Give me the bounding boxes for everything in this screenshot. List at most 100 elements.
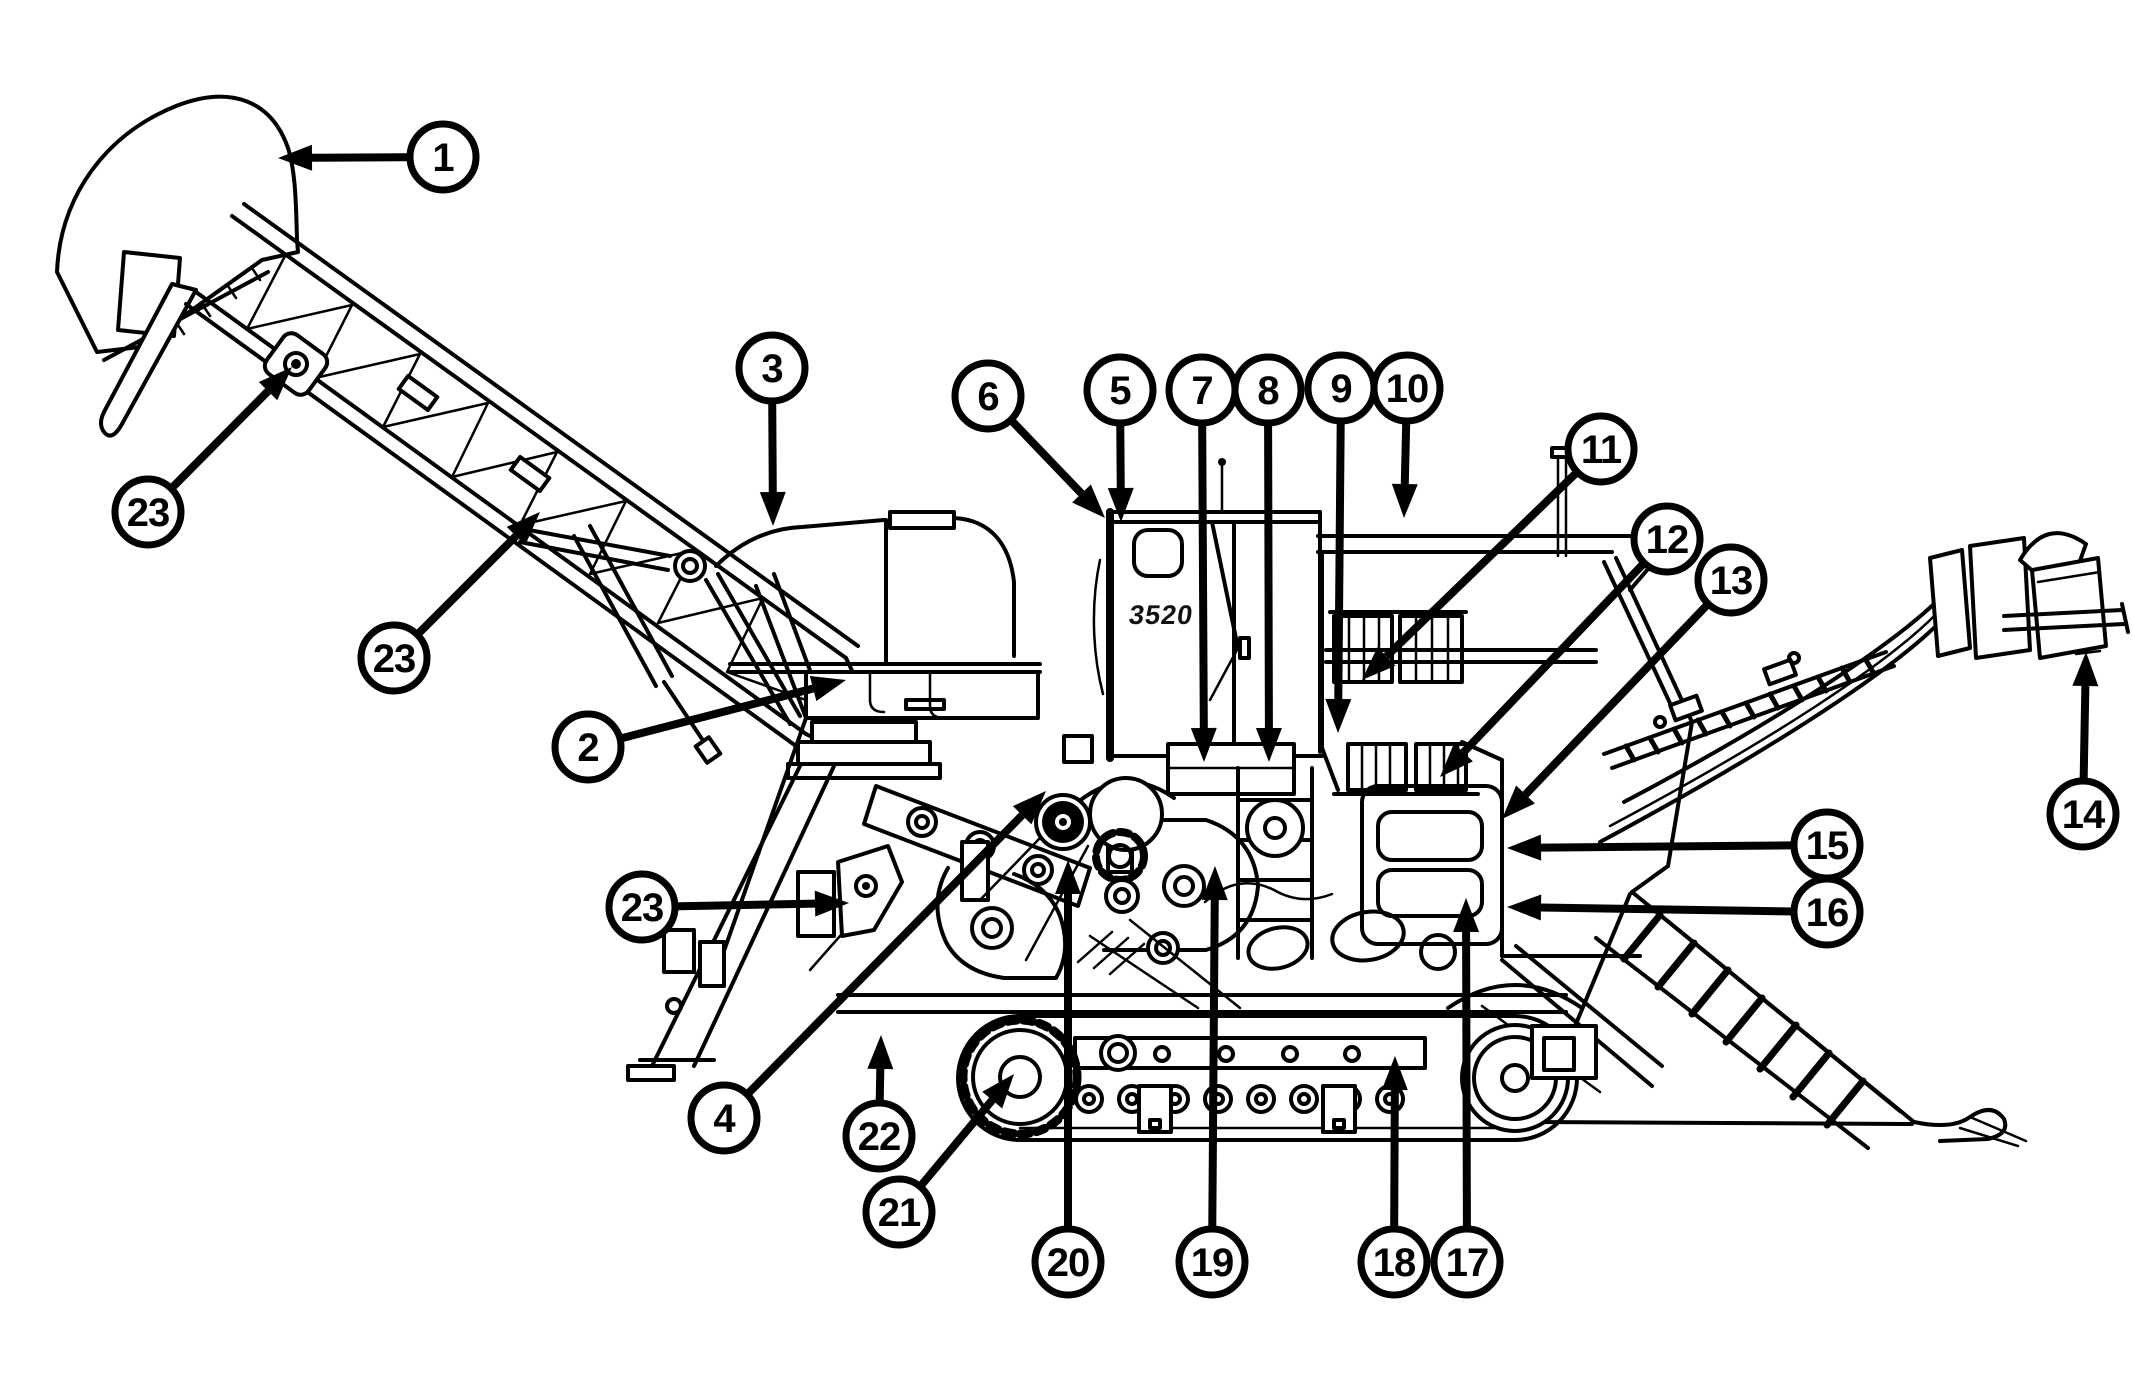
callout-number: 11 xyxy=(1581,428,1622,472)
callout-number: 23 xyxy=(373,637,416,681)
crop-divider xyxy=(1480,890,2028,1150)
callout-11: 11 xyxy=(1362,412,1638,680)
callout-number: 17 xyxy=(1446,1241,1489,1285)
mid-body xyxy=(862,776,1457,1010)
leader-line xyxy=(1208,899,1219,1263)
leader-line xyxy=(1522,577,1734,798)
callout-number: 19 xyxy=(1191,1241,1234,1285)
arrowhead xyxy=(982,1074,1014,1109)
arrowhead xyxy=(1507,834,1542,861)
arrowhead xyxy=(814,890,849,917)
callout-number: 10 xyxy=(1386,367,1429,411)
callout-9: 9 xyxy=(1304,351,1378,733)
callout-number: 22 xyxy=(858,1115,901,1159)
undercarriage xyxy=(836,930,1598,1142)
leader-line xyxy=(1540,841,1828,852)
callout-17: 17 xyxy=(1430,898,1504,1299)
arrowhead xyxy=(1502,785,1535,819)
leader-line xyxy=(1334,387,1345,700)
callout-number: 16 xyxy=(1806,891,1849,935)
arrowhead xyxy=(1507,894,1542,921)
callout-circle xyxy=(357,621,431,695)
callout-number: 12 xyxy=(1646,518,1689,562)
callout-circle xyxy=(1370,351,1444,425)
callout-circle xyxy=(605,870,679,944)
arrowhead xyxy=(1325,698,1352,733)
arrowhead xyxy=(2072,652,2099,687)
engine-door xyxy=(1360,784,1504,946)
callout-20: 20 xyxy=(1031,860,1105,1299)
callout-12: 12 xyxy=(1440,502,1704,777)
topper-boom xyxy=(1598,531,2130,844)
callout-circle xyxy=(1630,502,1704,576)
callout-23c: 23 xyxy=(605,870,849,944)
leader-line xyxy=(1540,903,1828,916)
callout-10: 10 xyxy=(1370,351,1444,518)
callout-1: 1 xyxy=(278,120,480,194)
elevator-lift-cylinder xyxy=(572,524,710,750)
arrowhead xyxy=(1440,743,1473,777)
cab-ladder xyxy=(1236,766,1314,960)
callout-circle xyxy=(111,475,185,549)
callout-circle xyxy=(2046,777,2120,851)
callout-number: 14 xyxy=(2062,793,2106,837)
callout-5: 5 xyxy=(1083,353,1157,522)
callout-circle xyxy=(1231,353,1305,427)
hood-spout xyxy=(99,282,198,438)
engine-compartment xyxy=(1328,446,1694,958)
topper-head xyxy=(1928,531,2130,660)
callout-number: 18 xyxy=(1373,1241,1416,1285)
callout-circle xyxy=(842,1099,916,1173)
callout-14: 14 xyxy=(2046,652,2120,851)
arrowhead xyxy=(867,1035,894,1070)
callout-circle xyxy=(735,331,809,405)
callout-circle xyxy=(687,1081,761,1155)
callout-number: 20 xyxy=(1047,1241,1090,1285)
arrowhead xyxy=(1255,727,1282,762)
callout-19: 19 xyxy=(1175,866,1249,1299)
model-number-text: 3520 xyxy=(1127,599,1195,630)
arrowhead xyxy=(278,144,313,171)
arrowhead xyxy=(1107,487,1134,522)
arrowhead xyxy=(258,367,292,401)
arrowhead xyxy=(1381,1056,1408,1091)
arrowhead xyxy=(1362,647,1396,680)
leader-line xyxy=(1462,931,1471,1263)
callout-8: 8 xyxy=(1231,353,1305,762)
callout-number: 2 xyxy=(577,726,598,770)
callout-circle xyxy=(951,359,1025,433)
leader-line xyxy=(1383,446,1604,660)
callout-circle xyxy=(1175,1225,1249,1299)
leader-line xyxy=(586,684,815,751)
callout-18: 18 xyxy=(1357,1056,1431,1299)
callout-number: 23 xyxy=(127,491,170,535)
elevator-boom xyxy=(184,202,860,748)
leader-line xyxy=(1264,389,1273,729)
callout-number: 7 xyxy=(1191,369,1212,413)
side-knife-bracket xyxy=(836,844,904,938)
arrowhead xyxy=(1201,866,1228,901)
callout-circle xyxy=(1694,543,1768,617)
callout-circle xyxy=(1564,412,1638,486)
callout-15: 15 xyxy=(1507,808,1864,882)
callout-number: 3 xyxy=(761,347,782,391)
callout-number: 9 xyxy=(1330,367,1351,411)
elevator-hood xyxy=(55,94,300,354)
arrowhead xyxy=(1072,484,1105,518)
callout-number: 5 xyxy=(1109,369,1131,413)
callout-16: 16 xyxy=(1507,875,1864,949)
arrowhead xyxy=(809,675,846,702)
arrowhead xyxy=(1453,898,1480,933)
callout-circle xyxy=(1430,1225,1504,1299)
arrowhead xyxy=(759,491,786,526)
callout-2: 2 xyxy=(551,675,846,784)
callout-23b: 23 xyxy=(357,512,540,695)
cab-window xyxy=(1132,528,1184,578)
callout-3: 3 xyxy=(735,331,809,526)
callout-circle xyxy=(551,710,625,784)
platform-handrail xyxy=(710,510,1042,987)
callout-number: 15 xyxy=(1806,824,1849,868)
arrowhead xyxy=(506,512,540,546)
callout-number: 8 xyxy=(1257,369,1279,413)
